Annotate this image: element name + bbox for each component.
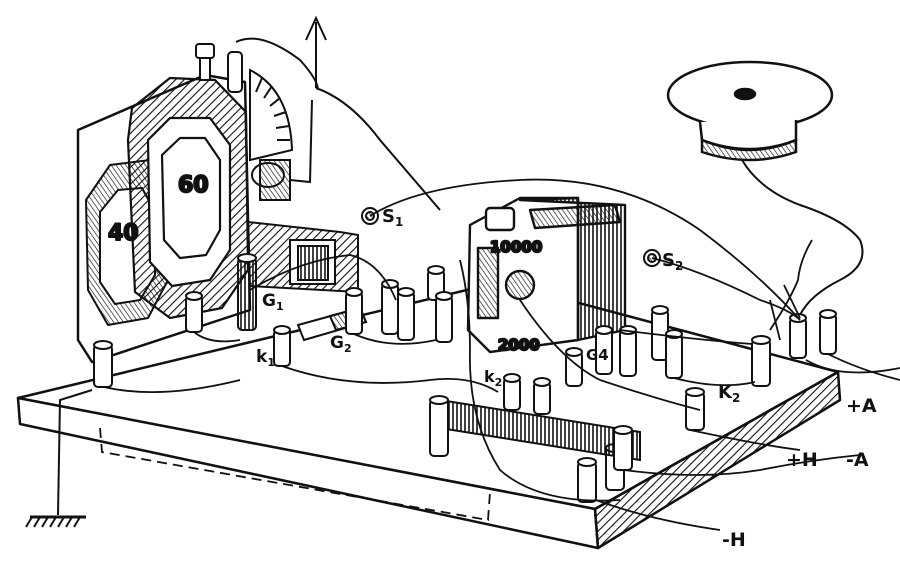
label-g1: G1 bbox=[262, 291, 284, 313]
label-s2: S2 bbox=[662, 250, 683, 273]
label-k2-right: K2 bbox=[718, 382, 740, 405]
label-minus-a: -A bbox=[846, 449, 869, 471]
label-k2-left: k2 bbox=[484, 367, 502, 389]
label-g4: G4 bbox=[586, 346, 609, 364]
tube-socket-strip bbox=[429, 373, 641, 471]
wiring bbox=[103, 178, 900, 531]
label-plus-h: +H bbox=[786, 449, 818, 471]
transformer: 10000 2000 bbox=[466, 196, 627, 355]
coil-holder-clamp bbox=[195, 43, 243, 93]
antenna-wire bbox=[235, 15, 441, 211]
coil-60-label: 60 bbox=[178, 173, 209, 198]
transformer-label-10000: 10000 bbox=[490, 238, 542, 256]
label-s1: S1 bbox=[382, 206, 403, 229]
earth-ground-icon bbox=[25, 389, 93, 528]
label-minus-h: -H bbox=[722, 529, 746, 551]
terminal-posts bbox=[93, 253, 837, 503]
component-labels: G1 G2 k1 k2 K2 S1 S2 G4 +A -A +H -H bbox=[256, 206, 877, 551]
label-k1: k1 bbox=[256, 347, 275, 369]
coil-60: 60 bbox=[126, 76, 250, 320]
loudspeaker bbox=[666, 60, 834, 162]
transformer-label-2000: 2000 bbox=[498, 336, 540, 354]
label-plus-a: +A bbox=[846, 395, 877, 417]
variable-capacitor-dial bbox=[249, 68, 294, 201]
label-g2: G2 bbox=[330, 333, 352, 355]
speaker-cord bbox=[741, 159, 864, 316]
